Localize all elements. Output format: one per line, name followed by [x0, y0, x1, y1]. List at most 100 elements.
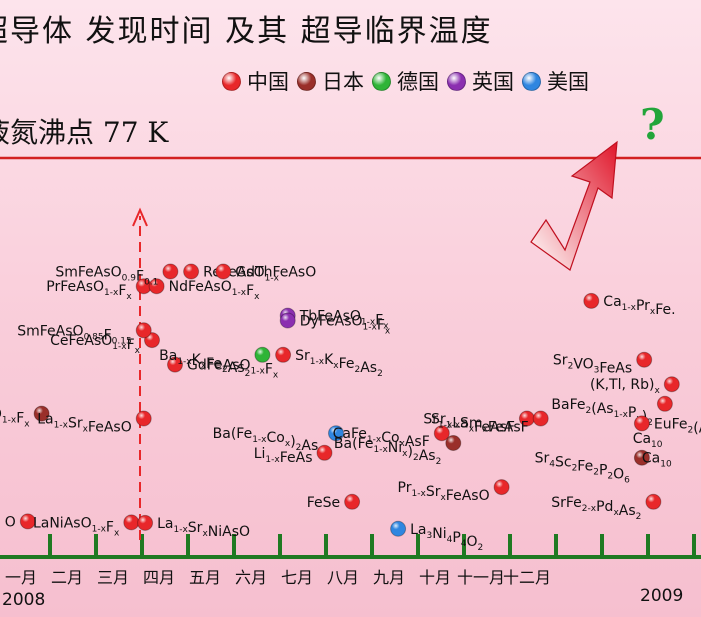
label-part: P	[452, 530, 460, 546]
label-part: SmFeAsO	[55, 265, 121, 281]
data-label: Li1-xFeAs	[254, 446, 313, 466]
data-label: La3Ni4P4O2	[410, 522, 483, 553]
label-part: K	[192, 352, 202, 368]
data-point-gloss	[275, 347, 291, 363]
data-point-gloss	[434, 425, 450, 441]
label-part: Sr	[535, 451, 550, 467]
label-subscript: 1-x	[92, 524, 107, 534]
label-subscript: 2	[478, 543, 484, 553]
label-part: AsO	[0, 407, 2, 423]
label-subscript: x	[483, 425, 489, 435]
reference-line-label: 液氮沸点 77 K	[0, 116, 169, 149]
label-part: Ca	[642, 451, 660, 467]
label-part: F	[246, 283, 254, 299]
label-subscript: x	[201, 361, 207, 371]
label-subscript: 1-x	[112, 342, 127, 352]
legend-item: 中国	[222, 66, 289, 96]
x-tick-label: 十一月	[457, 568, 505, 587]
label-part: FeAsO	[88, 420, 132, 436]
data-label: Sr1-xKxFe2As2	[295, 348, 383, 379]
data-label: TbFeAsO1-xFx	[299, 309, 390, 332]
label-subscript: 1-x	[363, 323, 378, 333]
label-subscript: 1-x	[251, 367, 266, 377]
x-tick-label: 八月	[327, 568, 359, 587]
label-subscript: 3	[594, 366, 600, 376]
label-part: As	[301, 438, 318, 454]
label-part: F	[106, 519, 114, 535]
x-tick-label: 四月	[143, 568, 175, 587]
label-subscript: 1-x	[177, 357, 192, 367]
label-subscript: 2	[245, 369, 251, 379]
trend-arrow	[530, 140, 618, 271]
label-subscript: 2	[296, 443, 302, 453]
label-part: K	[324, 352, 334, 368]
label-part: EuFe	[654, 416, 688, 432]
label-subscript: 10	[651, 440, 663, 450]
data-point-gloss	[136, 411, 152, 426]
data-point-gloss	[657, 396, 673, 412]
label-part: Ca	[633, 431, 651, 447]
label-subscript: 1-x	[2, 416, 17, 426]
label-part: BaFe	[551, 397, 585, 413]
label-part: GdThFeAsO	[235, 265, 316, 281]
label-part: FeAsF	[474, 420, 515, 436]
label-part: SrFe	[551, 495, 582, 511]
label-part: F	[104, 327, 112, 343]
data-label: Ba1-xKxFe2As2	[159, 348, 250, 379]
label-part: LaNiAsO	[33, 515, 92, 531]
data-point-gloss	[317, 445, 332, 461]
march-marker-arrowhead	[132, 207, 148, 227]
data-point-gloss	[636, 352, 652, 368]
label-part: Sc	[555, 455, 572, 471]
data-label: FeSe	[307, 495, 340, 511]
year-label-2008: 2008	[2, 590, 46, 610]
data-point-gloss	[149, 278, 165, 294]
label-subscript: x	[333, 361, 339, 371]
label-part: Pr	[398, 480, 412, 496]
data-label: Ba(Fe1-xNix)2As2	[334, 436, 441, 467]
label-part: P	[628, 405, 636, 421]
label-part: TbFeAsO	[299, 309, 361, 325]
label-part: La	[452, 416, 468, 432]
label-part: VO	[573, 357, 593, 373]
data-point-gloss	[34, 406, 50, 422]
label-part: )	[290, 434, 295, 450]
data-label: O	[5, 514, 16, 530]
legend-marker	[222, 72, 241, 91]
label-part: Ni	[432, 526, 446, 542]
label-part: PrFeAsO	[46, 279, 104, 295]
label-part: Fe	[577, 459, 593, 475]
x-tick-label: 三月	[97, 568, 129, 587]
label-part: P	[599, 463, 607, 479]
data-label: PrFeAsO1-xFx	[46, 279, 132, 302]
data-point-gloss	[162, 264, 178, 279]
label-part: F	[375, 313, 383, 329]
legend: 中国日本德国英国美国	[222, 66, 597, 96]
label-subscript: 1-x	[412, 489, 427, 499]
label-part: FeAs	[599, 361, 632, 377]
data-label: Pr1-xSrxFeAsO	[398, 480, 490, 504]
data-point-gloss	[390, 521, 406, 537]
data-label: GdThFeAsO	[235, 265, 316, 281]
x-tick-label: 一月	[5, 568, 37, 587]
label-subscript: 10	[660, 460, 672, 470]
data-point-gloss	[136, 322, 152, 338]
label-subscript: x	[440, 493, 446, 503]
data-point-gloss	[215, 264, 231, 279]
label-subscript: 1-x	[265, 274, 280, 284]
label-part: Ca	[603, 294, 621, 310]
legend-label: 中国	[247, 70, 289, 94]
label-subscript: x	[202, 529, 208, 539]
label-part: SmFeAsO	[17, 323, 83, 339]
label-part: Fe.	[655, 302, 675, 318]
label-part: As	[360, 360, 377, 376]
data-label: SrFe2-xPdxAs2	[551, 495, 641, 522]
data-point-gloss	[583, 293, 599, 309]
label-part: NdFeAsO	[169, 279, 232, 295]
x-tick-label: 五月	[189, 568, 221, 587]
label-subscript: 4	[447, 535, 453, 545]
label-subscript: 2	[607, 472, 613, 482]
data-label: (K,Tl, Rb)x	[590, 377, 661, 396]
label-part: Sm	[460, 416, 483, 432]
